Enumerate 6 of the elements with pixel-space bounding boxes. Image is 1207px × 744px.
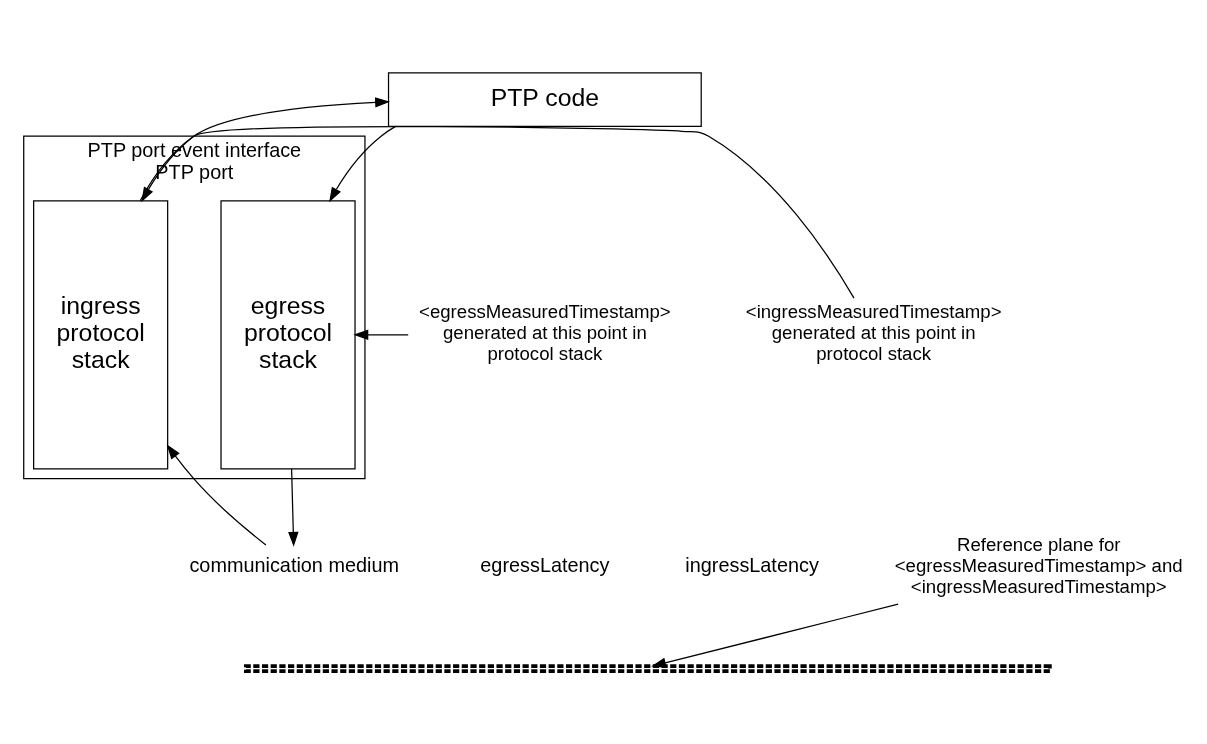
node-text: <ingressMeasuredTimestamp> generated at this point in protocol stack bbox=[745, 301, 1002, 365]
node-text: <egressMeasuredTimestamp> generated at this point in protocol stack bbox=[419, 301, 671, 365]
node-text: communication medium bbox=[189, 554, 399, 577]
label: ingressLatency bbox=[685, 554, 819, 577]
label: egressLatency bbox=[480, 554, 610, 577]
node-text: Reference plane for <egressMeasuredTimestamp> and <ingressMeasuredTimestamp> bbox=[894, 533, 1183, 597]
